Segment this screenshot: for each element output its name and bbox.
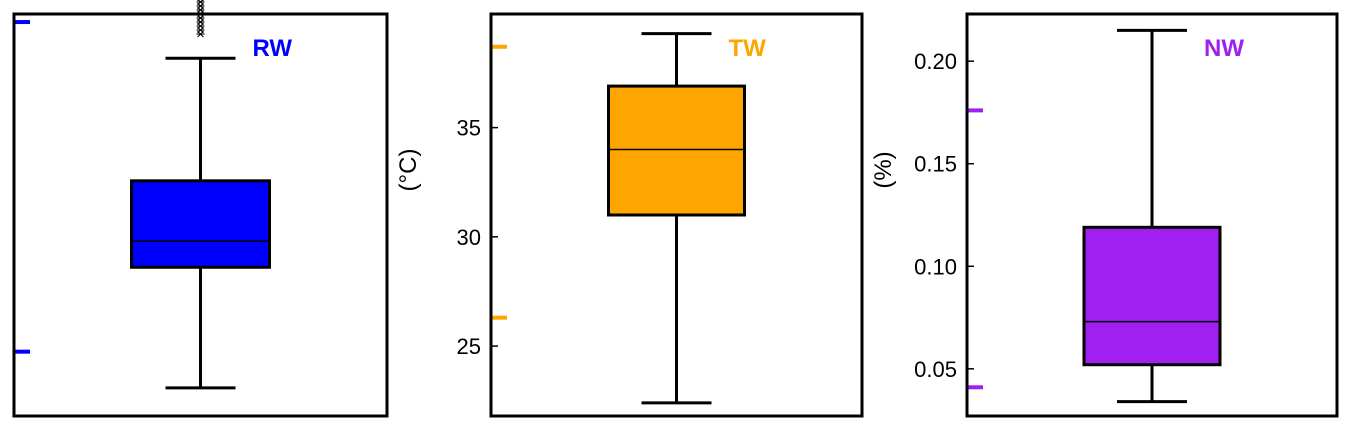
outlier-point xyxy=(196,30,205,38)
y-tick-label: 0.15 xyxy=(914,152,957,177)
outlier-point xyxy=(196,26,205,34)
y-tick-label: 35 xyxy=(457,116,481,141)
iqr-box xyxy=(130,179,271,269)
y-tick-label: 0.05 xyxy=(914,357,957,382)
y-tick-label: 30 xyxy=(457,225,481,250)
y-tick-label: 0.10 xyxy=(914,254,957,279)
panel-label: TW xyxy=(729,35,767,62)
panel-label: NW xyxy=(1204,35,1244,62)
y-axis-label: (°C) xyxy=(395,149,422,192)
iqr-box xyxy=(1082,225,1222,367)
panel-nw: 0.05 0.10 0.15 0.20 (%) NW xyxy=(870,12,1339,418)
outlier-point xyxy=(196,18,205,26)
outlier-point xyxy=(196,14,205,22)
outlier-point xyxy=(196,6,205,14)
y-tick-label: 0.20 xyxy=(914,49,957,74)
panel-tw: 25 30 35 (°C) TW xyxy=(395,12,864,418)
panel-frame xyxy=(12,12,389,418)
outlier-point xyxy=(197,0,204,2)
outlier-stroke xyxy=(197,0,204,6)
panel-frame xyxy=(965,12,1339,418)
y-axis-label: (%) xyxy=(870,151,897,188)
panel-label: RW xyxy=(253,35,293,62)
panel-frame xyxy=(489,12,864,418)
y-tick-label: 25 xyxy=(457,334,481,359)
iqr-box xyxy=(607,84,746,217)
outlier-point xyxy=(196,2,205,10)
outlier-point xyxy=(196,0,205,6)
panel-rw: RW xyxy=(12,0,389,418)
outlier-point xyxy=(196,22,205,30)
